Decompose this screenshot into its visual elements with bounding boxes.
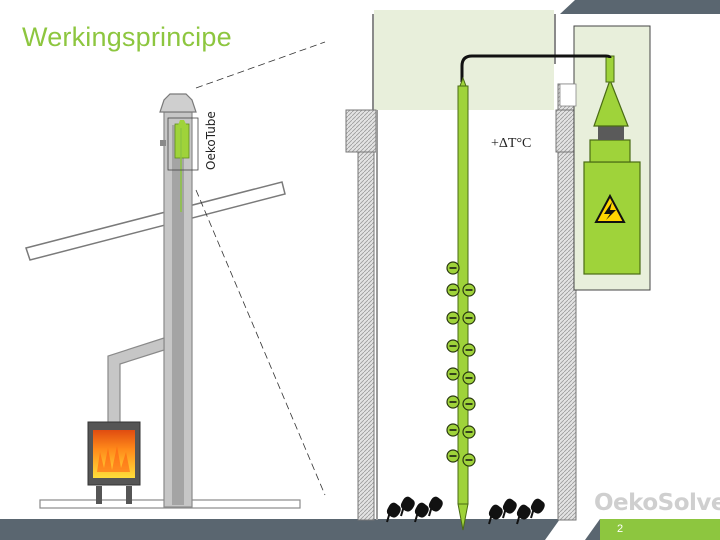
negative-ion-icon <box>462 453 476 467</box>
high-voltage-warning-icon <box>594 193 626 223</box>
negative-ion-icon <box>462 425 476 439</box>
soot-particles <box>386 496 545 525</box>
negative-ion-icon <box>446 423 460 437</box>
negative-ion-icon <box>462 311 476 325</box>
negative-ion-icon <box>446 261 460 275</box>
callout-lines <box>195 41 326 496</box>
page-number: 2 <box>617 523 624 535</box>
soot-particle-icon <box>516 504 531 525</box>
negative-ion-icon <box>446 395 460 409</box>
soot-particle-icon <box>400 496 415 517</box>
negative-ion-icon <box>462 283 476 297</box>
flue-pipe <box>107 337 165 433</box>
brand-logo: OekoSolve <box>594 490 720 516</box>
soot-particle-icon <box>386 502 401 523</box>
negative-ion-icon <box>446 367 460 381</box>
chimney-cap <box>159 93 197 113</box>
slide-title: Werkingsprincipe <box>22 22 232 52</box>
negative-ion-icon <box>462 343 476 357</box>
chimney-inner <box>172 125 184 505</box>
left-wall <box>357 109 375 521</box>
bottom-banner <box>0 519 720 540</box>
negative-ion-icon <box>462 371 476 385</box>
negative-ion-icon <box>446 283 460 297</box>
oekotube-label: OekoTube <box>204 111 218 170</box>
negative-ions <box>446 261 476 467</box>
roof <box>25 181 286 261</box>
house-section <box>25 93 301 509</box>
soot-particle-icon <box>530 498 545 519</box>
oekotube-device-small <box>174 123 190 159</box>
soot-particle-icon <box>414 502 429 523</box>
insulator-cone <box>593 78 629 127</box>
callout-box <box>167 117 199 171</box>
negative-ion-icon <box>446 449 460 463</box>
soot-particle-icon <box>428 496 443 517</box>
soot-particle-icon <box>488 504 503 525</box>
high-voltage-unit <box>460 54 641 275</box>
temperature-label: +ΔT°C <box>491 136 532 151</box>
negative-ion-icon <box>462 397 476 411</box>
negative-ion-icon <box>446 311 460 325</box>
hv-cable <box>460 54 612 82</box>
negative-ion-icon <box>446 339 460 353</box>
soot-particle-icon <box>502 498 517 519</box>
top-banner <box>548 0 720 14</box>
